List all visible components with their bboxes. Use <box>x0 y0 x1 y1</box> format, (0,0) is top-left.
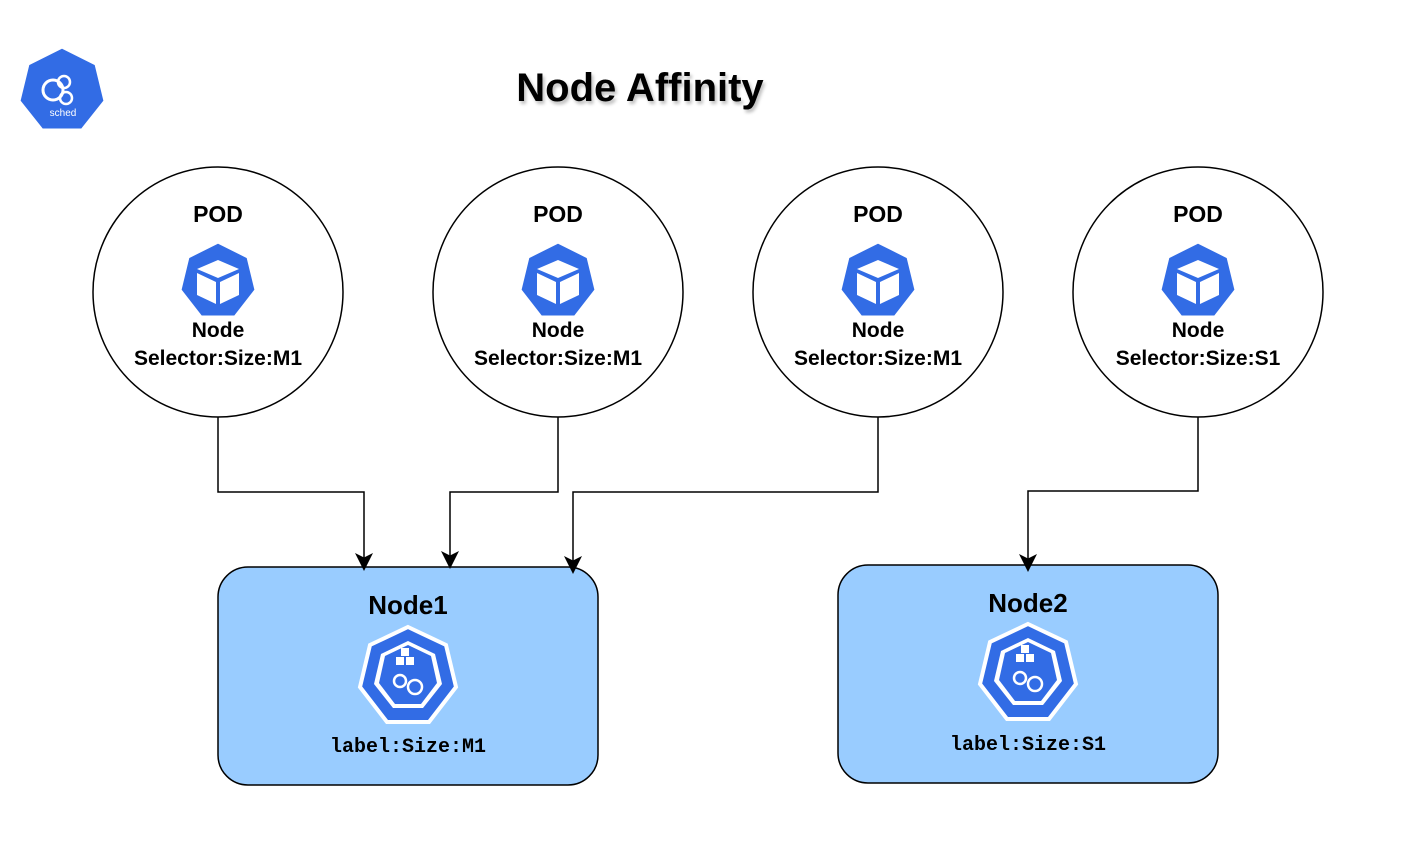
pod-title: POD <box>193 201 243 227</box>
pod-selector: Node Selector:Size:M1 <box>433 317 683 373</box>
pod-selector-line2: Selector:Size:M1 <box>133 347 303 370</box>
node-label: label:Size:M1 <box>329 736 487 759</box>
pod-selector-line2: Selector:Size:M1 <box>473 347 643 370</box>
connector-arrow <box>217 417 373 571</box>
pod-title: POD <box>1173 201 1223 227</box>
kubernetes-node-icon <box>357 624 459 724</box>
pod-selector-line1: Node <box>851 319 905 342</box>
pod-selector-line2: Selector:Size:M1 <box>793 347 963 370</box>
pod-cube-icon <box>1158 240 1238 319</box>
pod-title: POD <box>853 201 903 227</box>
pod-selector: Node Selector:Size:M1 <box>93 317 343 373</box>
connector-arrow <box>564 417 879 574</box>
pod-selector-line2: Selector:Size:S1 <box>1115 347 1281 370</box>
pod-cube-icon <box>838 240 918 319</box>
pod-selector: Node Selector:Size:M1 <box>753 317 1003 373</box>
pod-cube-icon <box>178 240 258 319</box>
pod-selector-line1: Node <box>1171 319 1225 342</box>
pod-cube-icon <box>518 240 598 319</box>
pod-selector-line1: Node <box>531 319 585 342</box>
pod-selector: Node Selector:Size:S1 <box>1073 317 1323 373</box>
connector-arrow <box>1019 417 1199 572</box>
logo-label: sched <box>49 108 77 119</box>
diagram-title: Node Affinity <box>516 66 764 110</box>
node-title: Node1 <box>368 590 448 620</box>
kubernetes-node-icon <box>977 621 1079 721</box>
pod-title: POD <box>533 201 583 227</box>
pod-selector-line1: Node <box>191 319 245 342</box>
node-label: label:Size:S1 <box>949 734 1107 757</box>
connector-arrow <box>441 417 559 569</box>
kubernetes-scheduler-icon <box>17 45 107 132</box>
node-title: Node2 <box>988 588 1068 618</box>
